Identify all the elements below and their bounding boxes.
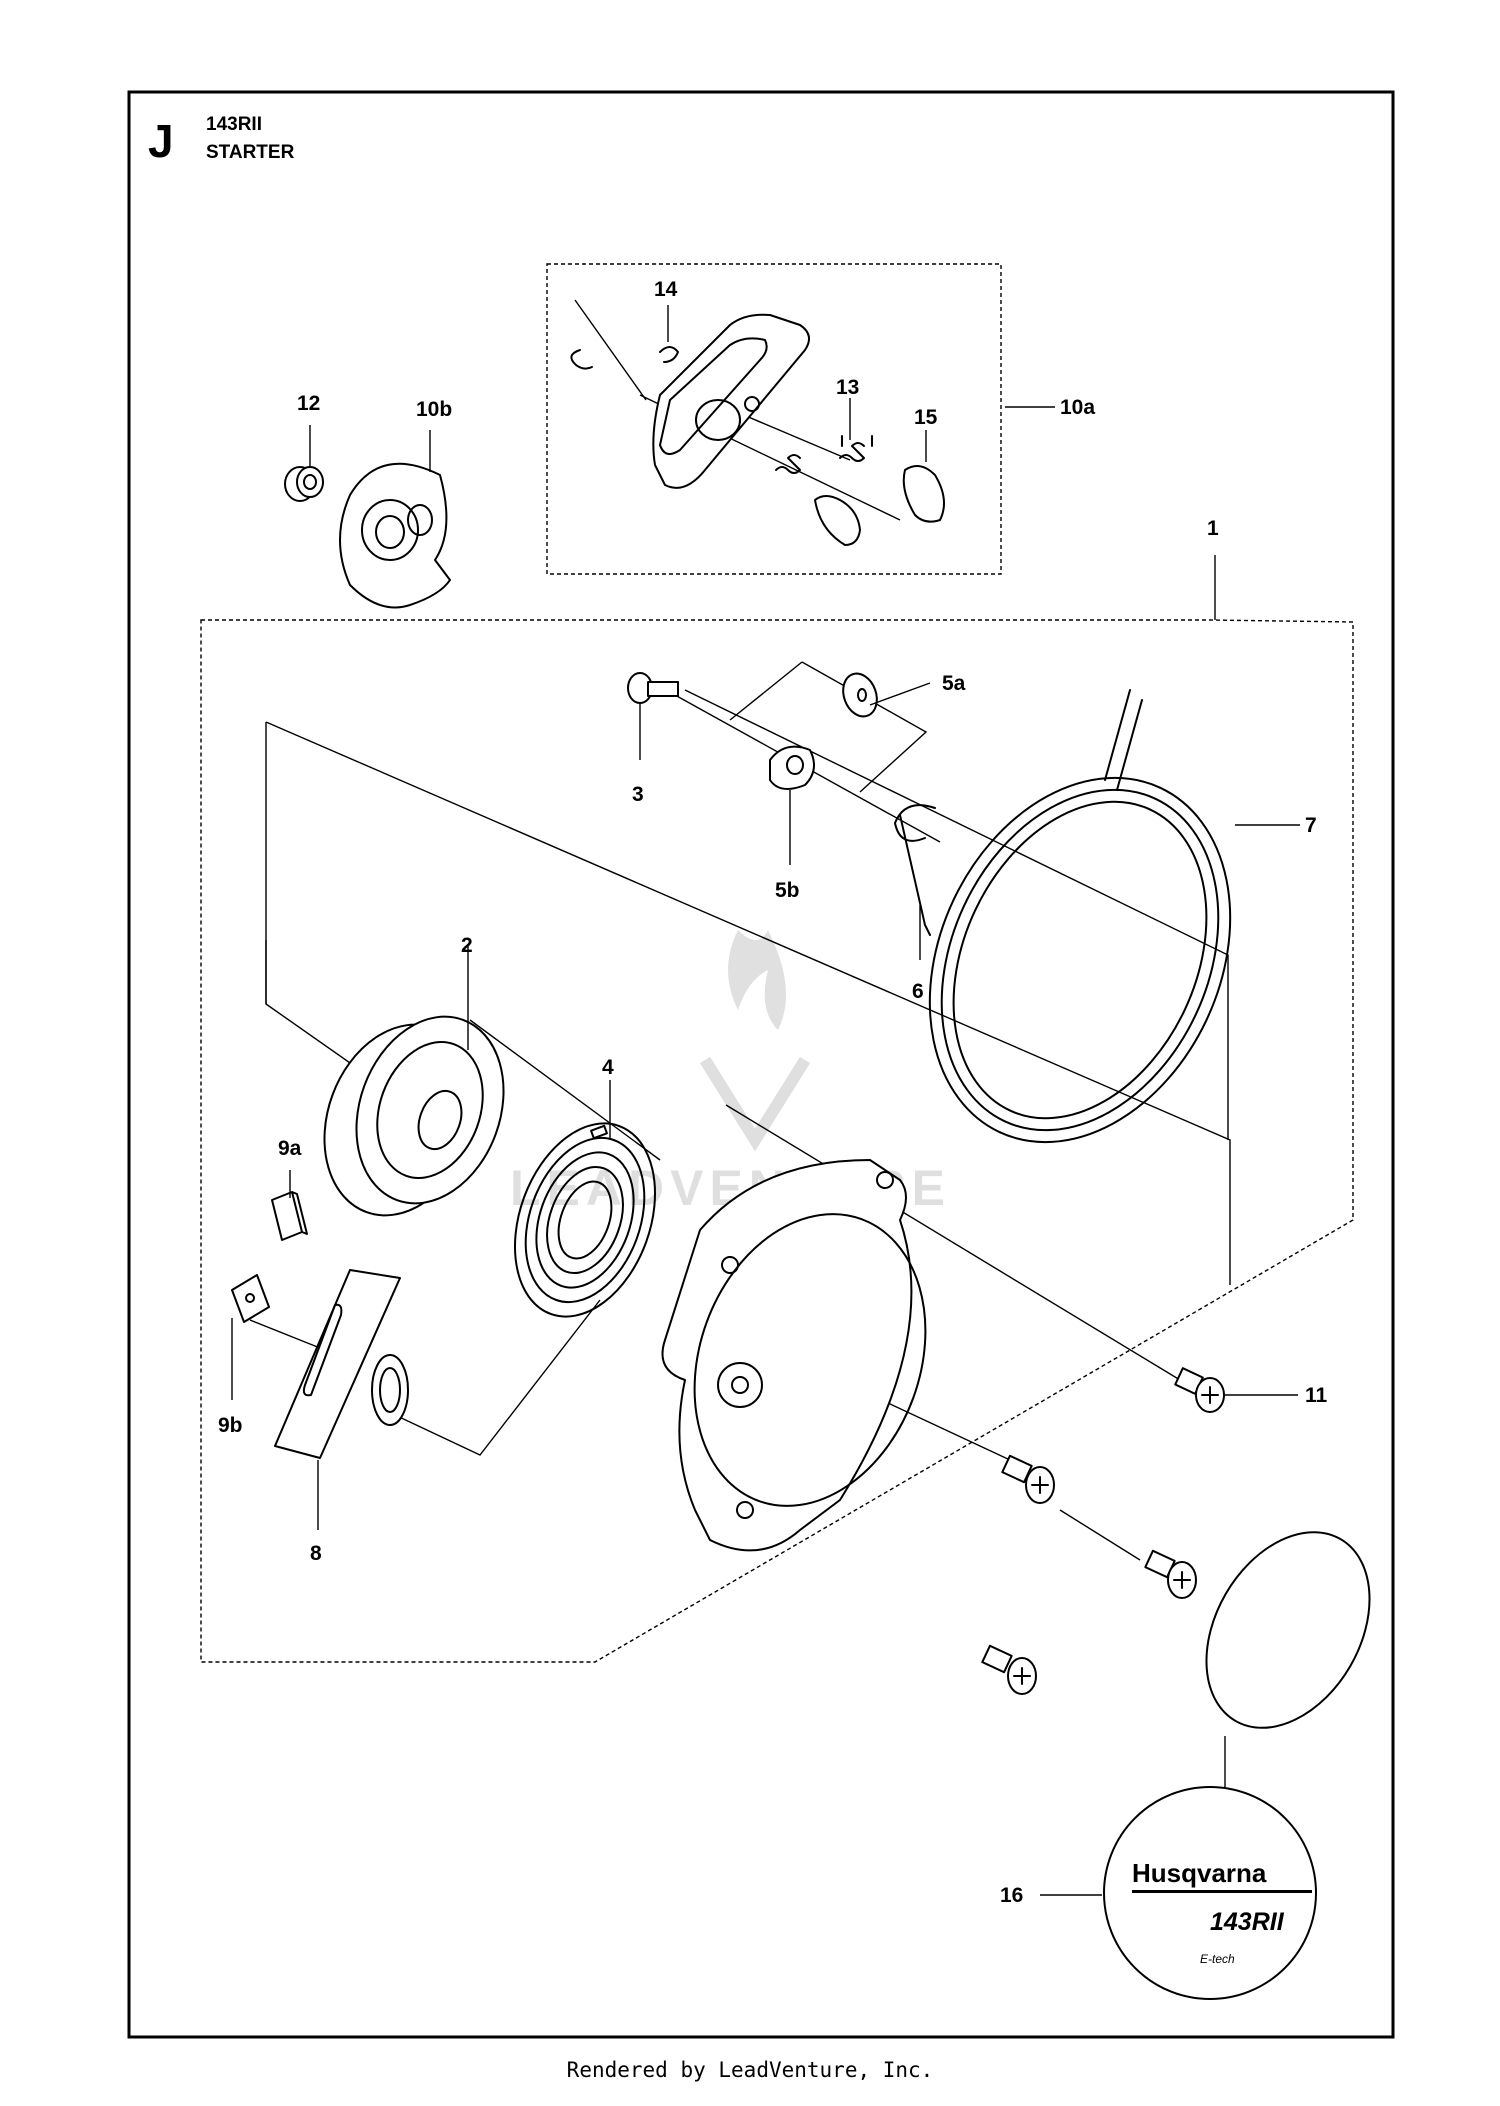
part-8-handle[interactable] xyxy=(274,1269,409,1459)
part-6-hook[interactable] xyxy=(894,804,936,936)
callout-7: 7 xyxy=(1305,814,1317,837)
part-3-screw[interactable] xyxy=(627,672,679,704)
part-4-spiral-spring[interactable] xyxy=(490,1104,681,1336)
callout-9a: 9a xyxy=(278,1137,302,1160)
screw-a[interactable] xyxy=(1001,1454,1055,1504)
callout-10a: 10a xyxy=(1060,396,1095,419)
part-16-decal[interactable]: Husqvarna 143RII E-tech xyxy=(1103,1786,1317,2000)
diagram-frame xyxy=(127,90,1395,2039)
decal-brand: Husqvarna xyxy=(1132,1858,1267,1888)
callout-15: 15 xyxy=(914,406,938,429)
watermark-v-icon xyxy=(699,1056,811,1152)
section-title: STARTER xyxy=(206,142,295,163)
callout-9b: 9b xyxy=(218,1414,243,1437)
callout-3: 3 xyxy=(632,783,644,806)
callout-11: 11 xyxy=(1305,1384,1328,1407)
part-9a-key[interactable] xyxy=(271,1191,308,1241)
callout-5b: 5b xyxy=(775,879,800,902)
part-11-screw[interactable] xyxy=(1174,1367,1225,1413)
callout-1: 1 xyxy=(1207,517,1219,540)
part-circlip[interactable] xyxy=(570,349,593,370)
part-15-pawl[interactable] xyxy=(902,465,945,523)
part-5b-bushing[interactable] xyxy=(769,745,815,790)
group-box-10a xyxy=(546,263,1002,575)
decal-tag: E-tech xyxy=(1200,1952,1235,1966)
callout-13: 13 xyxy=(836,376,859,399)
part-10a-housing[interactable] xyxy=(652,313,810,489)
callout-8: 8 xyxy=(310,1542,322,1565)
callout-leaders xyxy=(231,305,1300,1896)
section-letter: J xyxy=(148,115,174,167)
part-10b-plate[interactable] xyxy=(339,462,451,609)
part-7-rope-coil[interactable] xyxy=(873,689,1287,1191)
part-16-cover-disc[interactable] xyxy=(1173,1503,1403,1757)
part-starter-housing[interactable] xyxy=(655,1159,964,1552)
callout-6: 6 xyxy=(912,980,924,1003)
group-box-1 xyxy=(200,619,1354,1663)
screw-b[interactable] xyxy=(1144,1549,1197,1599)
callout-labels: 1 2 3 4 5a 5b 6 7 8 9a 9b 10a 10b 11 12 … xyxy=(218,278,1328,1907)
callout-16: 16 xyxy=(1000,1884,1023,1907)
part-9b-square-nut[interactable] xyxy=(231,1274,270,1323)
callout-4: 4 xyxy=(602,1056,614,1079)
callout-5a: 5a xyxy=(942,672,966,695)
render-credit: Rendered by LeadVenture, Inc. xyxy=(566,2058,934,2082)
callout-14: 14 xyxy=(654,278,678,301)
decal-rule xyxy=(1132,1890,1312,1893)
callout-12: 12 xyxy=(297,392,320,415)
callout-10b: 10b xyxy=(416,398,452,421)
part-5a-washer[interactable] xyxy=(837,669,882,721)
part-2-pulley[interactable] xyxy=(299,996,529,1237)
part-14-clip[interactable] xyxy=(659,346,679,363)
screw-c[interactable] xyxy=(981,1644,1037,1695)
part-pawl[interactable] xyxy=(814,495,861,546)
watermark-flame-icon xyxy=(728,930,786,1030)
part-12-nut[interactable] xyxy=(284,466,324,502)
part-13-springs[interactable] xyxy=(775,435,873,474)
decal-model: 143RII xyxy=(1210,1908,1285,1936)
model-label: 143RII xyxy=(206,114,262,135)
callout-2: 2 xyxy=(461,934,473,957)
